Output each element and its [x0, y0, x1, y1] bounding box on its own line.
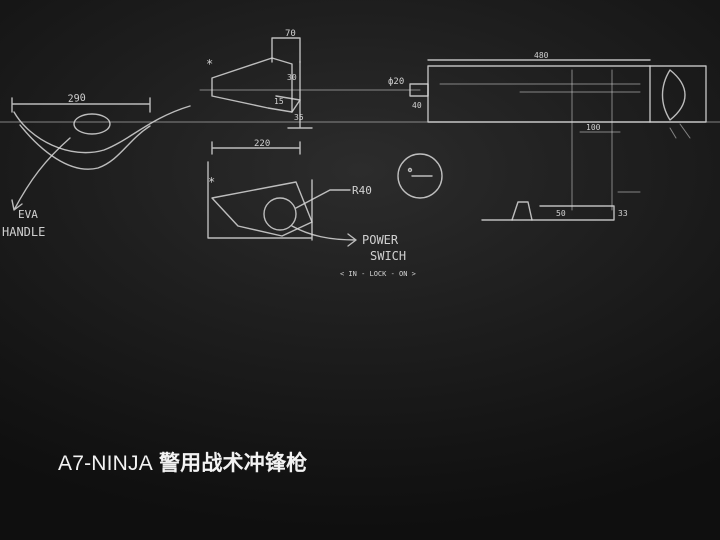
dim-290-label: 290: [67, 93, 86, 105]
barrel-body: [427, 65, 651, 123]
dim-100-label: 100: [586, 123, 601, 132]
muzzle-lens: [661, 69, 686, 121]
handle-grip: [19, 124, 151, 170]
dim-220-label: 220: [254, 139, 270, 149]
power-label: POWER: [362, 233, 399, 247]
lower-rail: [481, 205, 615, 221]
dim-33-label: 33: [618, 209, 628, 218]
r40-label: R40: [352, 184, 372, 197]
lower-bracket: [511, 201, 533, 221]
dim-70-label: 70: [285, 29, 296, 39]
handle-trigger-loop: [73, 113, 111, 135]
upper-block-edge: [287, 61, 313, 129]
dim-15-label: 15: [274, 97, 284, 106]
handle-outline: [13, 105, 191, 154]
muzzle-cap: [649, 65, 707, 123]
power-switch-arrow: [291, 225, 357, 247]
model-name: A7-NINJA: [58, 452, 153, 475]
star-lower: *: [208, 175, 215, 189]
lower-block-frame: [207, 161, 313, 241]
handle-dimension-line: [11, 97, 151, 113]
handle-arrow: [11, 137, 71, 211]
dim-40-label: 40: [412, 101, 422, 110]
barrel-inner-line: [439, 83, 641, 93]
dim-50-label: 50: [556, 209, 566, 218]
lock-note-label: < IN - LOCK - ON >: [340, 270, 416, 278]
mid-dimension-line: [211, 141, 301, 155]
dim-30-label: 30: [287, 73, 297, 82]
r40-detail-circle: [397, 153, 443, 199]
star-upper: *: [206, 57, 213, 71]
r40-detail-dot: [407, 167, 413, 173]
dim-480-label: 480: [534, 51, 549, 60]
product-name: 警用战术冲锋枪: [158, 452, 308, 475]
upper-block-tab: [271, 37, 301, 63]
r40-leader: [295, 189, 351, 209]
power-switch-circle: [263, 197, 297, 231]
swich-label: SWICH: [370, 249, 406, 263]
eva-label: EVA: [18, 208, 38, 221]
dim-35-label: 35: [294, 113, 304, 122]
muzzle-detail: [669, 123, 691, 139]
handle-label: HANDLE: [2, 225, 45, 239]
dim-phi20-label: ф20: [388, 77, 404, 87]
